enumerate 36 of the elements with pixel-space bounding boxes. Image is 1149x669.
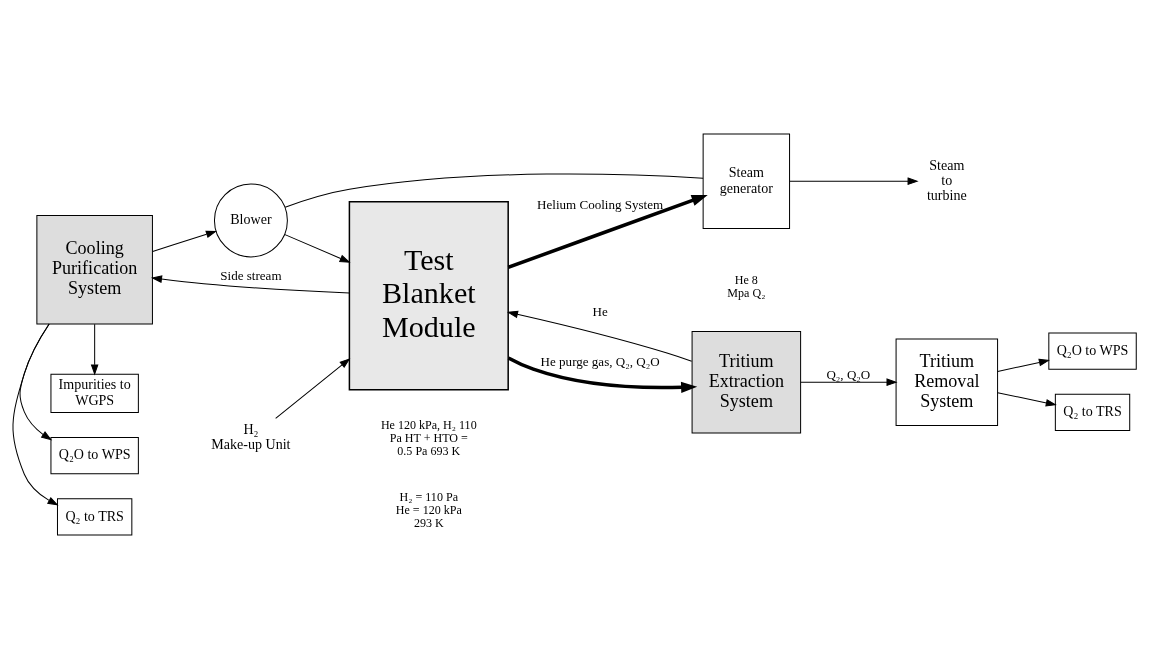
connector	[284, 173, 704, 208]
node-box: Q₂O to WPS	[50, 437, 139, 475]
arrow	[19, 323, 52, 441]
node-box: Cooling Purification System	[36, 214, 153, 325]
arrow	[275, 358, 350, 419]
node-box: Q₂O to WPS	[1048, 332, 1137, 370]
arrow	[789, 177, 918, 185]
node-circle: Blower	[213, 183, 288, 258]
arrow	[91, 323, 99, 375]
node-box: Q₂ to TRS	[57, 498, 133, 536]
arrow	[284, 234, 350, 263]
edge-label: Helium Cooling System	[537, 196, 664, 212]
node-text: Steam to turbine	[926, 156, 967, 204]
arrow	[152, 230, 217, 252]
node-box: Tritium Removal System	[895, 338, 999, 426]
edge-label: He purge gas, Q₂, Q₂O	[540, 353, 660, 369]
node-text: H₂ Make-up Unit	[211, 420, 291, 452]
node-box: Steam generator	[702, 133, 791, 229]
edge-label: Q₂, Q₂O	[826, 366, 871, 382]
arrow	[152, 275, 350, 294]
arrow	[997, 392, 1056, 407]
arrow	[507, 356, 698, 393]
arrow	[507, 194, 708, 269]
node-box: Test Blanket Module	[348, 201, 509, 391]
edge-label: He	[592, 304, 608, 320]
arrow	[997, 358, 1049, 372]
node-box: Tritium Extraction System	[691, 331, 802, 434]
arrow	[507, 310, 693, 362]
label: H₂ = 110 Pa He = 120 kPa 293 K	[395, 489, 462, 531]
label: He 8 Mpa Q₂	[727, 273, 766, 301]
node-box: Impurities to WGPS	[50, 373, 139, 413]
edge-label: Side stream	[220, 268, 282, 284]
arrow	[12, 323, 58, 506]
label: He 120 kPa, H₂ 110 Pa HT + HTO = 0.5 Pa 693 K	[380, 417, 477, 458]
arrow	[800, 378, 897, 386]
node-box: Q₂ to TRS	[1054, 393, 1131, 431]
